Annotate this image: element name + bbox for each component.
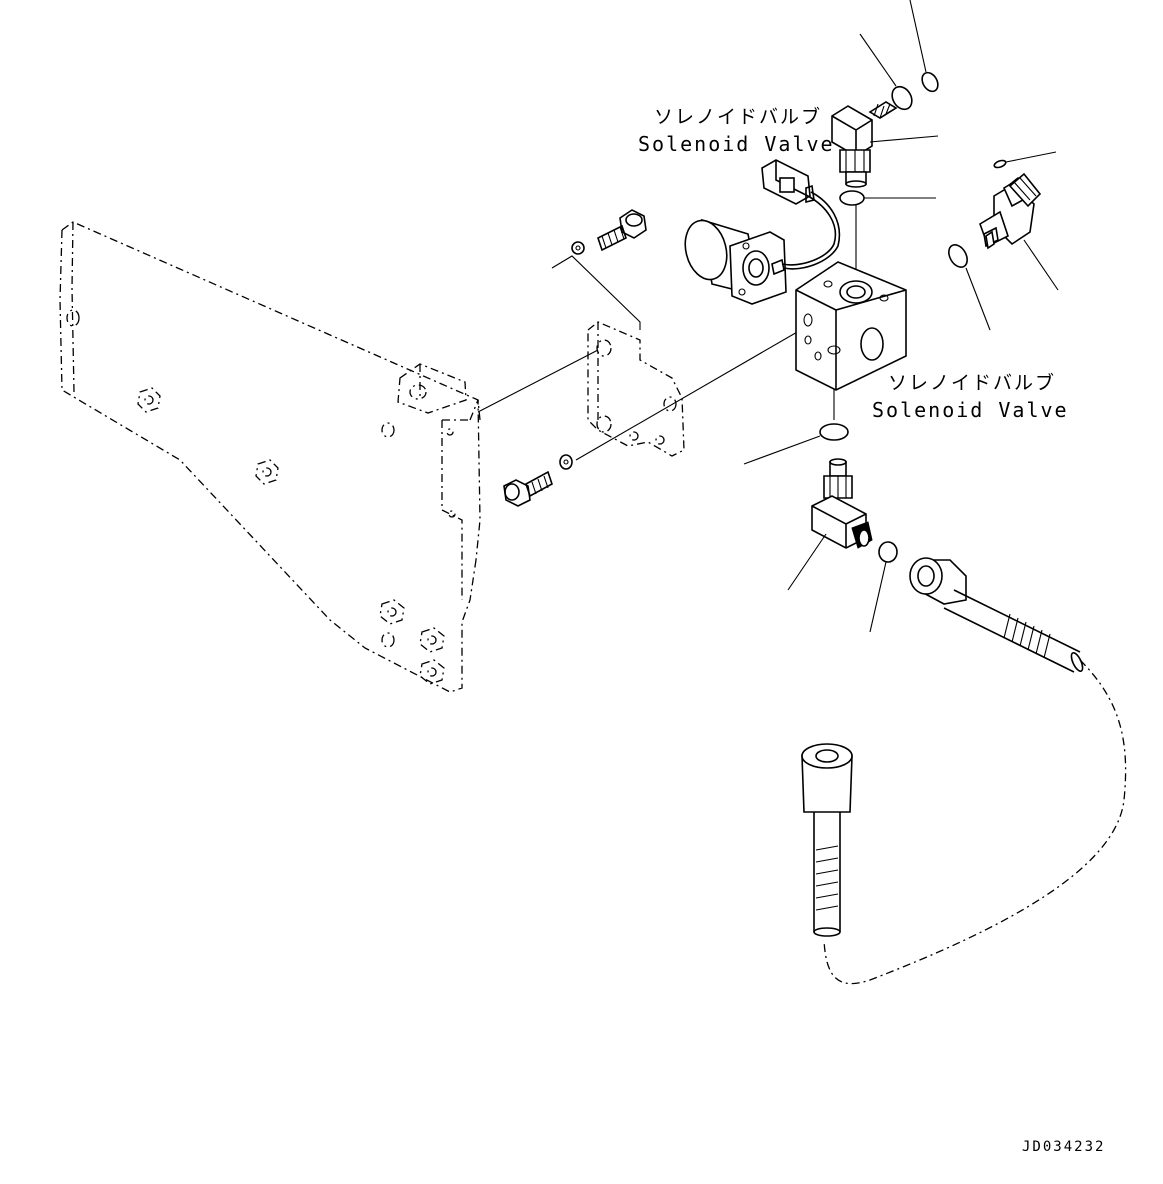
- solenoid-coil: [684, 218, 787, 305]
- bracket-nut: [379, 599, 405, 625]
- o-ring: [839, 190, 936, 206]
- mounting-bracket: [59, 221, 481, 693]
- bracket-nut: [419, 659, 445, 685]
- o-ring: [909, 0, 939, 93]
- o-ring: [869, 541, 898, 633]
- upper-bolt: [571, 209, 647, 255]
- bracket-nut: [137, 387, 161, 413]
- hose-assembly: [801, 557, 1127, 985]
- valve-mounting-plate: [551, 255, 685, 457]
- upper-solenoid-valve-label-en: Solenoid Valve: [638, 132, 835, 156]
- o-ring: [743, 423, 849, 465]
- lower-bolt: [503, 454, 573, 507]
- valve-body-block: [795, 261, 907, 391]
- right-elbow-fitting: [979, 172, 1059, 291]
- o-ring: [993, 151, 1057, 169]
- bracket-nut: [419, 627, 445, 653]
- lower-solenoid-valve-label-jp: ソレノイドバルブ: [888, 372, 1057, 394]
- upper-solenoid-valve-label-jp: ソレノイドバルブ: [654, 106, 823, 128]
- solenoid-connector: [761, 159, 841, 270]
- bracket-nut: [255, 459, 279, 485]
- upper-elbow-fitting: [831, 101, 939, 188]
- o-ring: [859, 33, 913, 111]
- lower-solenoid-valve-label-en: Solenoid Valve: [872, 398, 1069, 422]
- lower-elbow-fitting: [787, 458, 873, 591]
- o-ring: [948, 244, 991, 331]
- drawing-code: JD034232: [1022, 1139, 1106, 1155]
